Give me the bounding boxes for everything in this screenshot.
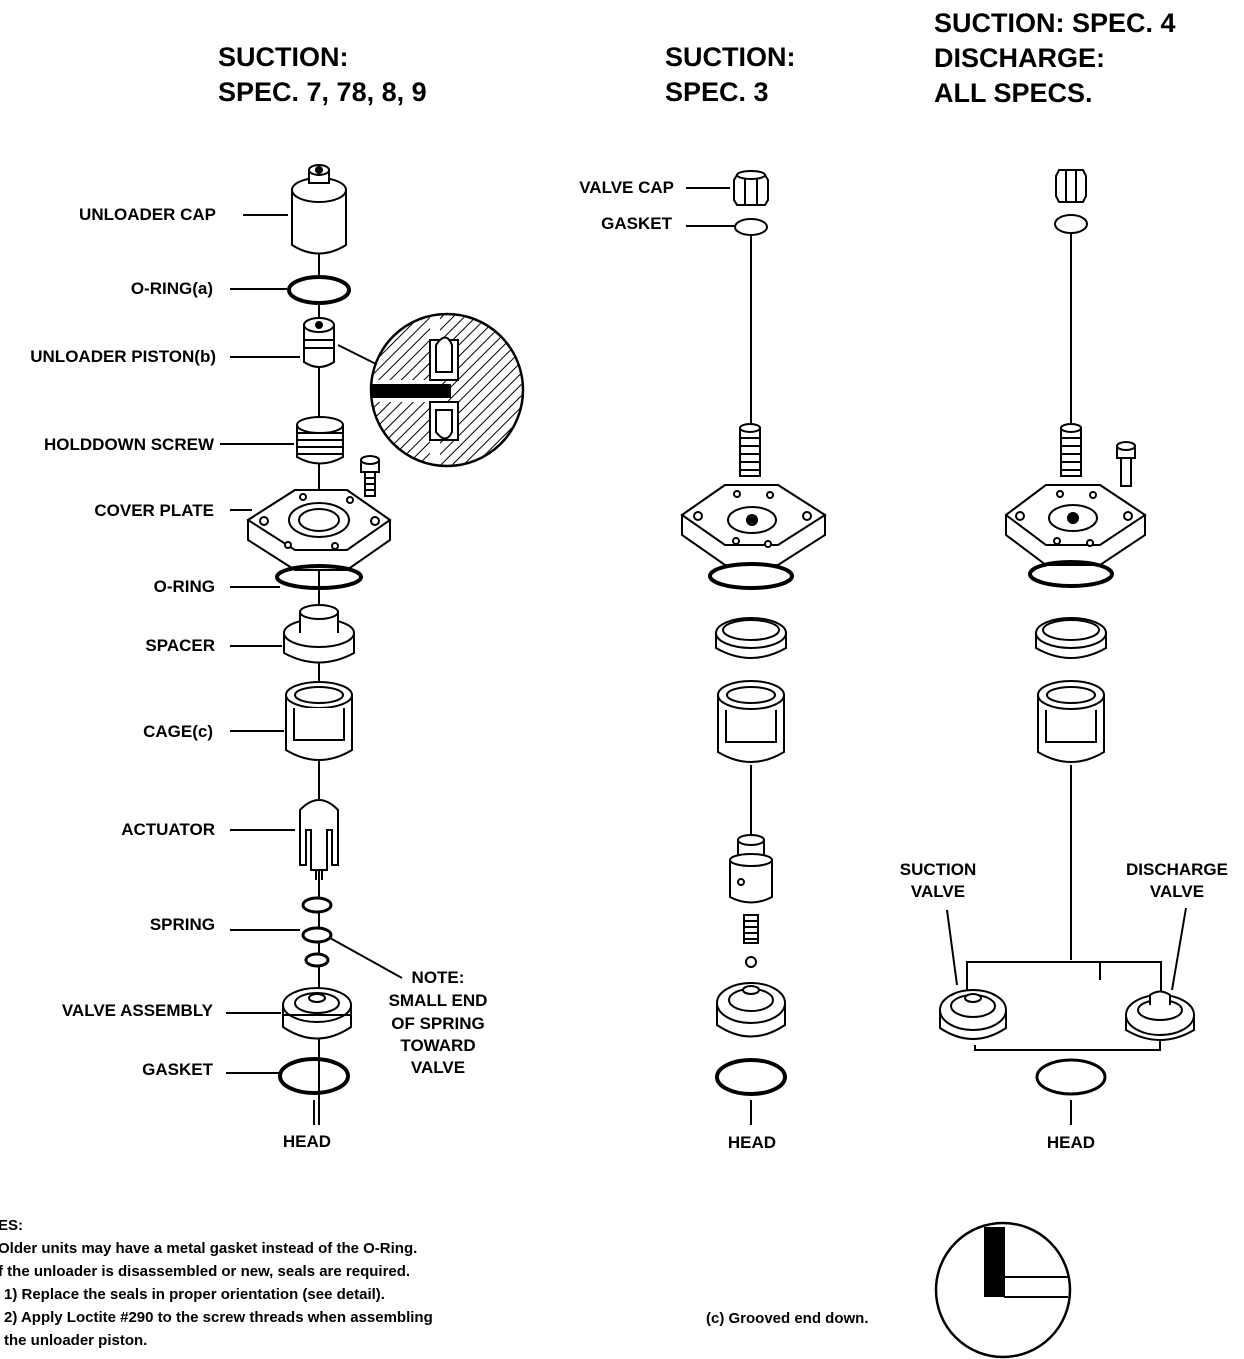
- notes-line5: the unloader piston.: [4, 1332, 148, 1349]
- spring-note-line1: NOTE:: [411, 968, 465, 987]
- middle-spring-part: [743, 914, 759, 968]
- label-head-left: HEAD: [282, 1132, 332, 1151]
- gasket-left-part: [278, 1057, 350, 1095]
- label-holddown-screw: HOLDDOWN SCREW: [44, 435, 214, 454]
- header-right-line3: ALL SPECS.: [934, 78, 1093, 108]
- right-gasket-top-part: [1054, 214, 1088, 234]
- label-discharge-valve-line1: DISCHARGE: [1125, 860, 1228, 879]
- cage-part: [285, 681, 353, 761]
- right-spacer-part: [1035, 617, 1107, 659]
- right-cover-plate-part: [1004, 484, 1147, 566]
- left-assembly: [220, 164, 403, 1125]
- spring-part: [301, 896, 333, 968]
- label-cover-plate: COVER PLATE: [94, 501, 214, 520]
- label-o-ring-a: O-RING(a): [130, 279, 213, 298]
- cover-plate-part: [246, 489, 392, 571]
- label-actuator: ACTUATOR: [121, 820, 215, 839]
- label-cage-c: CAGE(c): [143, 722, 213, 741]
- middle-assembly: [680, 170, 827, 1125]
- header-left-line1: SUCTION:: [218, 42, 349, 72]
- o-ring-a-part: [287, 275, 351, 305]
- right-o-ring-part: [1028, 560, 1114, 588]
- middle-spacer-part: [715, 617, 787, 659]
- middle-screw-part: [739, 423, 761, 477]
- label-o-ring: O-RING: [153, 577, 215, 596]
- label-suction-valve-line1: SUCTION: [899, 860, 977, 879]
- notes-line2: f the unloader is disassembled or new, s…: [0, 1263, 411, 1280]
- seal-detail-circle: [369, 312, 525, 468]
- suction-valve-part: [939, 989, 1007, 1040]
- header-middle-line2: SPEC. 3: [665, 77, 769, 107]
- label-spacer: SPACER: [145, 636, 215, 655]
- header-middle-line1: SUCTION:: [665, 42, 796, 72]
- cage-note: (c) Grooved end down.: [706, 1310, 869, 1327]
- label-valve-assembly: VALVE ASSEMBLY: [61, 1001, 213, 1020]
- holddown-screw-part: [296, 416, 344, 465]
- right-assembly: [939, 169, 1195, 1125]
- notes-line4: 2) Apply Loctite #290 to the screw threa…: [4, 1309, 433, 1326]
- unloader-piston-part: [303, 317, 335, 368]
- middle-o-ring-part: [708, 562, 794, 590]
- label-head-right: HEAD: [1046, 1133, 1096, 1152]
- right-bolt-part: [1116, 441, 1136, 487]
- spring-note-line2: SMALL END: [388, 991, 488, 1010]
- label-valve-cap: VALVE CAP: [579, 178, 674, 197]
- label-discharge-valve-line2: VALVE: [1149, 882, 1205, 901]
- right-valve-bracket-lower: [974, 1040, 1161, 1051]
- leader-discharge-valve: [1171, 907, 1187, 991]
- middle-gasket-part: [715, 1058, 787, 1096]
- label-unloader-cap: UNLOADER CAP: [79, 205, 216, 224]
- label-gasket-middle: GASKET: [601, 214, 672, 233]
- actuator-part: [299, 799, 339, 880]
- valve-assembly-part: [282, 987, 352, 1040]
- right-valve-cap-part: [1055, 169, 1087, 203]
- valve-cap-part: [733, 170, 769, 206]
- right-screw-part: [1060, 423, 1082, 477]
- spring-note-line5: VALVE: [410, 1058, 466, 1077]
- notes-title: ES:: [0, 1217, 24, 1234]
- notes-line3: 1) Replace the seals in proper orientati…: [4, 1286, 385, 1303]
- header-right-line1: SUCTION: SPEC. 4: [934, 8, 1176, 38]
- discharge-valve-part: [1125, 990, 1195, 1041]
- label-suction-valve-line2: VALVE: [910, 882, 966, 901]
- leader-detail-circle: [337, 344, 379, 366]
- middle-cage-part: [717, 680, 785, 763]
- label-unloader-piston-b: UNLOADER PISTON(b): [30, 347, 216, 366]
- middle-valve-part: [716, 982, 786, 1038]
- middle-plunger-part: [729, 834, 773, 904]
- spring-note-line3: OF SPRING: [391, 1014, 485, 1033]
- o-ring-part: [275, 564, 363, 590]
- label-gasket: GASKET: [142, 1060, 213, 1079]
- right-gasket-part: [1035, 1058, 1107, 1096]
- spring-note-line4: TOWARD: [400, 1036, 476, 1055]
- gasket-middle-part: [734, 218, 768, 236]
- label-head-middle: HEAD: [727, 1133, 777, 1152]
- header-left-line2: SPEC. 7, 78, 8, 9: [218, 77, 427, 107]
- spacer-part: [283, 604, 355, 664]
- leader-spring-note: [329, 937, 403, 979]
- right-cage-part: [1037, 680, 1105, 763]
- unloader-cap-part: [291, 164, 347, 255]
- notes-line1: Older units may have a metal gasket inst…: [0, 1240, 418, 1257]
- cage-groove-detail: [934, 1221, 1072, 1359]
- cover-bolt-part: [360, 455, 380, 497]
- middle-cover-plate-part: [680, 484, 827, 566]
- right-valve-bracket: [966, 961, 1162, 1000]
- label-spring: SPRING: [149, 915, 215, 934]
- header-right-line2: DISCHARGE:: [934, 43, 1106, 73]
- leader-suction-valve: [946, 909, 958, 986]
